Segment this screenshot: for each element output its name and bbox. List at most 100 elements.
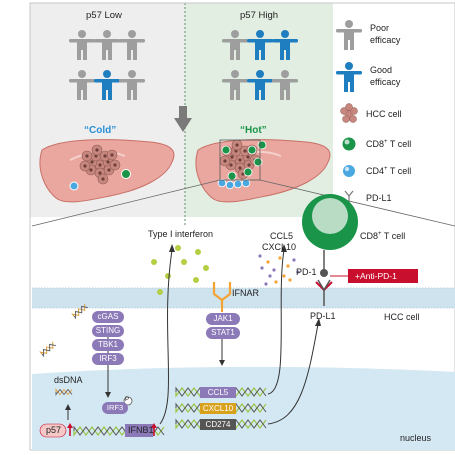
hcc-cell-legend-blob: [350, 107, 358, 115]
cold-hcc-nucleus: [90, 160, 94, 164]
cd4-t-cell-cold: [69, 181, 79, 191]
chemokine-particle: [264, 282, 268, 286]
hot-hcc-nucleus: [229, 163, 233, 167]
cgas-protein: cGAS: [92, 311, 124, 323]
interferon-particle: [175, 245, 181, 251]
pd-l1-arm-right: [323, 279, 331, 291]
interferon-particle: [195, 249, 201, 255]
pathway-arrows: [65, 244, 321, 425]
people-group-p57-low: [69, 30, 145, 100]
hot-hcc-nucleus: [238, 166, 242, 170]
cd4-t-cell-hot: [217, 178, 227, 188]
anti-pd-1-label: +Anti-PD-1: [355, 271, 397, 281]
zoom-line-right: [259, 179, 455, 227]
cd4-t-cell-icon-highlight: [344, 166, 350, 172]
chemokine-particle: [258, 254, 262, 258]
chemokine-particle: [268, 274, 272, 278]
person-icon-good-efficacy: [247, 70, 273, 100]
cell-membrane-band: [32, 288, 455, 308]
cd4-t-cell-hot: [233, 179, 243, 189]
legend-cd4-sup: +: [384, 166, 388, 172]
pd-l1-label: PD-L1: [310, 311, 336, 321]
ifnar-receptor-icon: [212, 282, 232, 312]
tbk1-protein: TBK1: [92, 339, 124, 351]
hot-hcc-nucleus: [246, 155, 250, 159]
person-icon-poor-efficacy: [69, 70, 95, 100]
cd8-t-cell-hot: [221, 145, 231, 155]
legend-good-line1: Good: [370, 65, 393, 75]
stat1-protein: STAT1: [206, 327, 240, 339]
person-icon-poor-efficacy: [69, 30, 95, 60]
people-group-p57-high: [222, 30, 298, 100]
gene-cd274: CD274: [200, 419, 236, 430]
cd8-t-cell-hot: [257, 140, 267, 150]
cd8-t-cell-hot: [243, 167, 253, 177]
cd4-t-cell-hot: [241, 178, 251, 188]
p57-label: p57: [46, 425, 62, 435]
legend-cd4-label: CD4+ T cell: [366, 166, 412, 176]
ccl5-label: CCL5: [270, 231, 294, 241]
cxcl10-label: CXCL10: [262, 242, 297, 252]
cd4-t-cell-hot: [225, 180, 235, 190]
anti-pd-1-badge: [348, 269, 418, 283]
cold-hcc-nucleus: [106, 160, 110, 164]
cd8-t-cell-label: CD8+ T cell: [360, 231, 406, 241]
legend-poor-line2: efficacy: [370, 35, 401, 45]
dsdna-fragments: [39, 303, 88, 396]
hot-hcc-nucleus: [243, 149, 247, 153]
person-icon-good-efficacy: [272, 30, 298, 60]
chemokine-particle: [278, 256, 282, 260]
cold-hcc-nucleus: [95, 148, 99, 152]
chemokine-particle: [292, 258, 296, 262]
cd4-t-cell-icon: [343, 165, 355, 177]
irf3-nuclear-protein: IRF3: [102, 402, 128, 414]
person-icon-poor-efficacy: [119, 30, 145, 60]
nuclear-dna-helix: [39, 386, 267, 438]
type-i-interferon-particles: [151, 245, 209, 295]
hot-hcc-nucleus: [230, 155, 234, 159]
pd-l1-icon: [344, 190, 354, 202]
legend-hcc-label: HCC cell: [366, 109, 402, 119]
ifnb1-gene-block: [125, 424, 153, 437]
chemokine-particle: [282, 274, 286, 278]
chemokine-particle: [266, 260, 270, 264]
person-icon-poor-efficacy: [94, 30, 120, 60]
nucleus-region: [32, 366, 455, 450]
chemokine-particle: [288, 278, 292, 282]
poor-efficacy-legend-person: [336, 20, 362, 50]
dsdna-label: dsDNA: [54, 375, 83, 385]
legend-good-line2: efficacy: [370, 77, 401, 87]
hcc-cell-label: HCC cell: [384, 312, 420, 322]
person-icon-good-efficacy: [94, 70, 120, 100]
legend-pdl1-label: PD-L1: [366, 193, 392, 203]
p57-protein-pill: [39, 423, 67, 438]
cold-hcc-nucleus: [113, 163, 117, 167]
chemokine-particle: [286, 264, 290, 268]
cold-hcc-nucleus: [103, 154, 107, 158]
down-arrow-icon: [174, 106, 192, 132]
chemokine-particle: [274, 280, 278, 284]
pd-1-receptor-icon: [320, 269, 328, 277]
cold-hcc-nucleus: [107, 168, 111, 172]
nucleus-label: nucleus: [400, 433, 432, 443]
pd-1-label: PD-1: [296, 267, 317, 277]
interferon-particle: [165, 273, 171, 279]
cd8-t-cell-hot: [247, 145, 257, 155]
person-icon-good-efficacy: [247, 30, 273, 60]
cd8-t-cell-hot: [253, 157, 263, 167]
cold-hcc-nucleus: [110, 153, 114, 157]
p57-low-title: p57 Low: [86, 10, 122, 21]
person-icon-poor-efficacy: [222, 70, 248, 100]
dsdna-strand: [71, 303, 88, 320]
dsdna-strand: [55, 388, 73, 396]
dsdna-strand: [39, 341, 56, 358]
good-efficacy-person-icon: [336, 62, 362, 92]
cd8-t-cell-sup: +: [378, 231, 382, 237]
hcc-cell-legend-blob: [349, 115, 357, 123]
cold-hcc-nucleus: [101, 177, 105, 181]
cd8-t-cell-inner: [312, 198, 348, 234]
zoom-line-left: [31, 179, 221, 227]
person-icon-poor-efficacy: [222, 30, 248, 60]
hcc-cell-legend-blob: [340, 107, 348, 115]
